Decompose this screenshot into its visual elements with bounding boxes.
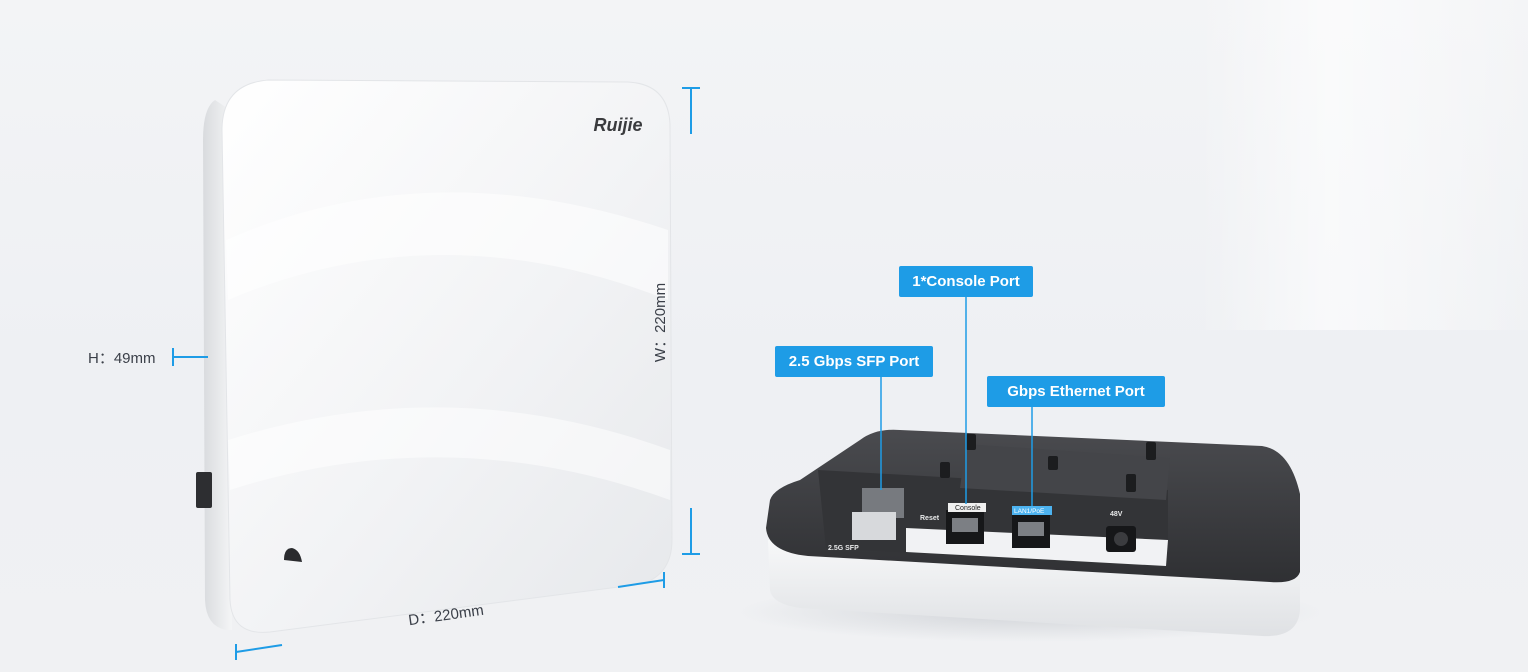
reset-label: Reset	[920, 515, 940, 522]
width-dimension-label: W：220mm	[652, 282, 670, 363]
power-label: 48V	[1110, 511, 1123, 518]
lan-label: LAN1/PoE	[1014, 508, 1045, 515]
brand-logo: Ruijie	[593, 115, 642, 135]
background-window-light	[1198, 0, 1528, 330]
callout-sfp-port: 2.5 Gbps SFP Port	[775, 346, 933, 377]
mounting-bracket	[196, 472, 212, 508]
callout-console-port: 1*Console Port	[899, 266, 1033, 297]
access-point-front: Ruijie	[196, 79, 673, 633]
callout-connectors	[880, 296, 1033, 506]
access-point-rear: Reset 2.5G SFP Console LAN1/PoE 48V	[740, 429, 1320, 642]
status-led	[284, 548, 302, 562]
console-label: Console	[955, 505, 981, 512]
height-dimension-label: H：49mm	[88, 350, 156, 367]
callout-ethernet-port: Gbps Ethernet Port	[987, 376, 1165, 407]
sfp-label: 2.5G SFP	[828, 545, 859, 552]
dimension-markers	[172, 87, 700, 660]
